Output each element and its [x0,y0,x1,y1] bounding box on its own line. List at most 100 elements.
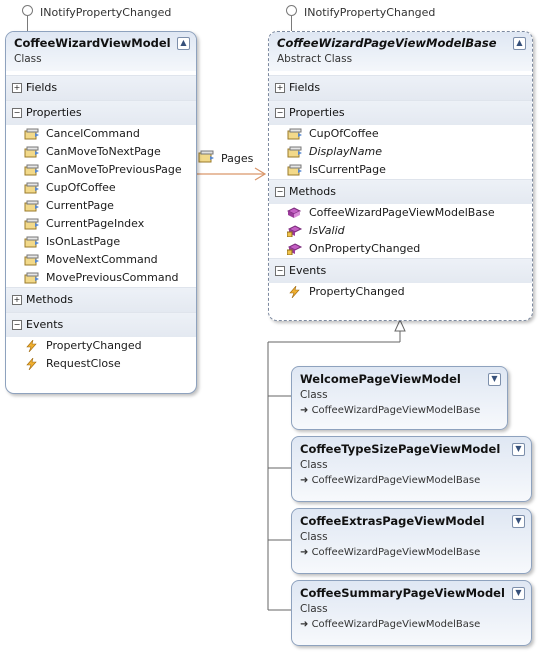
collapse-button[interactable]: ▲ [513,37,526,50]
class-title: WelcomePageViewModel [300,372,461,386]
interface-label-left: INotifyPropertyChanged [40,6,172,19]
property-item[interactable]: IsOnLastPage [6,233,196,251]
member-label: IsOnLastPage [46,235,121,248]
collapse-icon[interactable]: − [12,320,22,330]
expand-icon[interactable]: + [12,295,22,305]
property-item[interactable]: CurrentPageIndex [6,215,196,233]
property-icon [24,254,40,266]
class-title: CoffeeTypeSizePageViewModel [300,442,501,456]
expand-button[interactable]: ▼ [512,443,525,456]
class-header: CoffeeWizardPageViewModelBase Abstract C… [269,32,532,71]
method-item[interactable]: OnPropertyChanged [269,240,532,258]
base-class-label: ➜ CoffeeWizardPageViewModelBase [300,547,481,558]
section-methods[interactable]: +Methods [6,287,196,312]
property-item[interactable]: MovePreviousCommand [6,269,196,287]
class-title: CoffeeWizardPageViewModelBase [277,36,497,50]
member-label: CoffeeWizardPageViewModelBase [309,206,495,219]
property-item[interactable]: CancelCommand [6,125,196,143]
class-coffee-type-size-page-view-model[interactable]: CoffeeTypeSizePageViewModel ▼ Class ➜ Co… [291,436,532,502]
section-fields[interactable]: +Fields [6,75,196,100]
member-label: OnPropertyChanged [309,242,421,255]
section-fields[interactable]: +Fields [269,75,532,100]
collapse-icon[interactable]: − [275,108,285,118]
property-item[interactable]: CanMoveToNextPage [6,143,196,161]
association-arrowhead [254,167,267,181]
member-label: CurrentPage [46,199,114,212]
property-icon [287,128,303,140]
member-label: PropertyChanged [46,339,142,352]
section-events[interactable]: −Events [6,312,196,337]
method-item[interactable]: CoffeeWizardPageViewModelBase [269,204,532,222]
section-methods[interactable]: −Methods [269,179,532,204]
property-item[interactable]: CurrentPage [6,197,196,215]
class-kind: Abstract Class [277,53,353,65]
class-kind: Class [300,531,328,543]
property-icon [24,128,40,140]
property-icon [24,218,40,230]
property-item[interactable]: CupOfCoffee [6,179,196,197]
base-class-label: ➜ CoffeeWizardPageViewModelBase [300,405,481,416]
property-icon [198,150,216,164]
class-kind: Class [300,389,328,401]
class-coffee-extras-page-view-model[interactable]: CoffeeExtrasPageViewModel ▼ Class ➜ Coff… [291,508,532,574]
base-class-label: ➜ CoffeeWizardPageViewModelBase [300,619,481,630]
class-coffee-wizard-view-model[interactable]: CoffeeWizardViewModel Class ▲ +Fields −P… [5,31,197,394]
property-icon [24,200,40,212]
collapse-icon[interactable]: − [275,187,285,197]
class-coffee-summary-page-view-model[interactable]: CoffeeSummaryPageViewModel ▼ Class ➜ Cof… [291,580,532,646]
inheritance-triangle [394,318,406,332]
property-item[interactable]: IsCurrentPage [269,161,532,179]
event-item[interactable]: PropertyChanged [6,337,196,355]
member-label: PropertyChanged [309,285,405,298]
property-icon [24,146,40,158]
method-item[interactable]: IsValid [269,222,532,240]
section-events[interactable]: −Events [269,258,532,283]
expand-button[interactable]: ▼ [512,515,525,528]
expand-button[interactable]: ▼ [488,373,501,386]
property-item[interactable]: DisplayName [269,143,532,161]
event-item[interactable]: PropertyChanged [269,283,532,301]
property-icon [287,164,303,176]
section-properties[interactable]: −Properties [6,100,196,125]
member-label: IsCurrentPage [309,163,386,176]
method-icon [286,207,303,219]
member-label: RequestClose [46,357,121,370]
member-label: CurrentPageIndex [46,217,145,230]
protected-method-icon [286,243,303,256]
member-label: MoveNextCommand [46,253,158,266]
class-welcome-page-view-model[interactable]: WelcomePageViewModel ▼ Class ➜ CoffeeWiz… [291,366,508,430]
class-coffee-wizard-page-view-model-base[interactable]: CoffeeWizardPageViewModelBase Abstract C… [268,31,533,321]
class-kind: Class [14,53,42,65]
event-item[interactable]: RequestClose [6,355,196,373]
association-label: Pages [221,152,254,165]
event-icon [24,357,40,371]
collapse-button[interactable]: ▲ [177,37,190,50]
class-title: CoffeeWizardViewModel [14,36,171,50]
base-class-label: ➜ CoffeeWizardPageViewModelBase [300,475,481,486]
interface-lollipop-left [22,5,33,16]
member-label: DisplayName [309,145,382,158]
property-icon [24,272,40,284]
class-header: CoffeeWizardViewModel Class ▲ [6,32,196,71]
property-icon [24,164,40,176]
collapse-icon[interactable]: − [275,266,285,276]
class-title: CoffeeExtrasPageViewModel [300,514,485,528]
expand-icon[interactable]: + [275,83,285,93]
class-kind: Class [300,603,328,615]
expand-button[interactable]: ▼ [512,587,525,600]
member-label: CanMoveToNextPage [46,145,161,158]
property-item[interactable]: CupOfCoffee [269,125,532,143]
expand-icon[interactable]: + [12,83,22,93]
section-properties[interactable]: −Properties [269,100,532,125]
property-item[interactable]: CanMoveToPreviousPage [6,161,196,179]
class-kind: Class [300,459,328,471]
collapse-icon[interactable]: − [12,108,22,118]
member-label: MovePreviousCommand [46,271,179,284]
class-title: CoffeeSummaryPageViewModel [300,586,505,600]
property-icon [287,146,303,158]
property-item[interactable]: MoveNextCommand [6,251,196,269]
event-icon [24,339,40,353]
member-label: CanMoveToPreviousPage [46,163,182,176]
property-icon [24,236,40,248]
